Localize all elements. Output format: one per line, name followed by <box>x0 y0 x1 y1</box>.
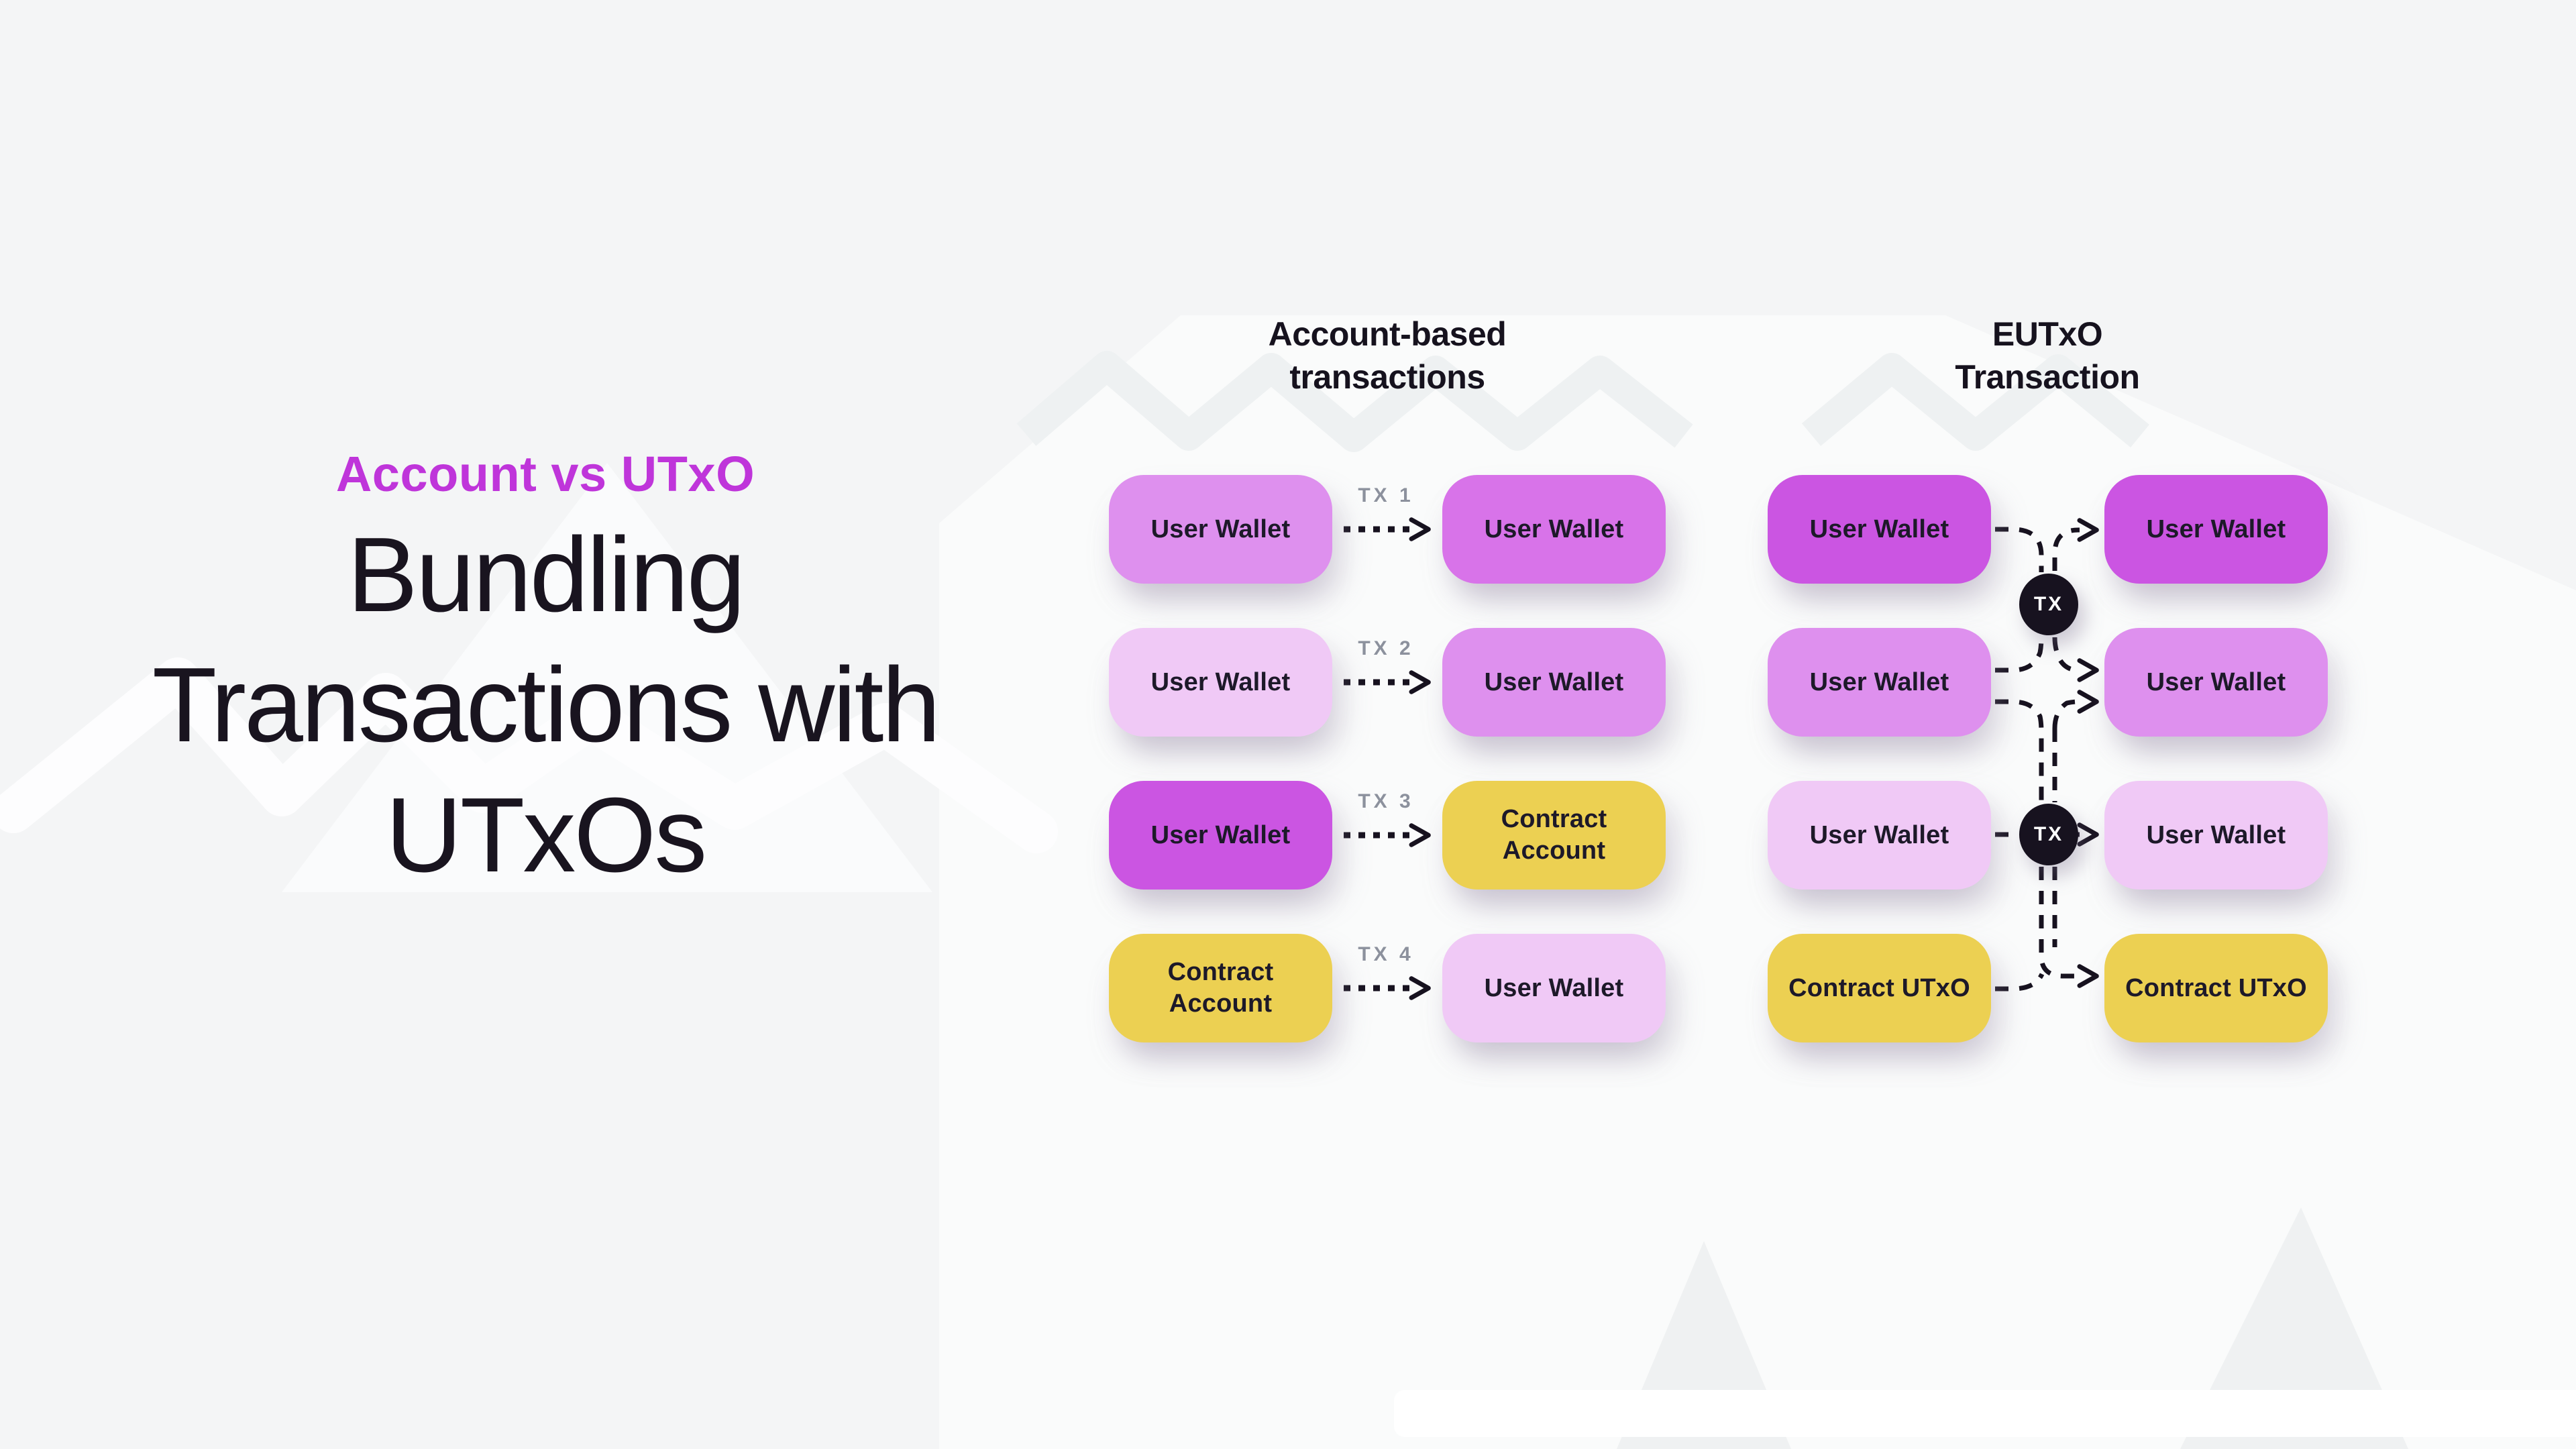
account-row4-output-box: User Wallet <box>1442 934 1666 1042</box>
box-label: User Wallet <box>2146 515 2286 543</box>
tx-badge-1: TX <box>2019 574 2078 635</box>
box-label: User Wallet <box>1150 820 1291 849</box>
account-row3-input-box: User Wallet <box>1109 781 1332 890</box>
eutxo-row1-input-box: User Wallet <box>1768 475 1991 584</box>
account-diagram-title-line-1: Account-based <box>1268 315 1507 353</box>
box-label: User Wallet <box>2146 667 2286 696</box>
eutxo-diagram-title-line-2: Transaction <box>1955 358 2140 396</box>
eyebrow-title: Account vs UTxO <box>335 446 755 502</box>
eutxo-row4-input-box: Contract UTxO <box>1768 934 1991 1042</box>
tx-step-label-2: TX 2 <box>1358 637 1414 659</box>
eutxo-row4-output-box: Contract UTxO <box>2104 934 2328 1042</box>
account-row2-input-box: User Wallet <box>1109 628 1332 737</box>
account-row1-output-box: User Wallet <box>1442 475 1666 584</box>
tx-step-label-1: TX 1 <box>1358 484 1414 506</box>
tx-badge-2: TX <box>2019 804 2078 865</box>
page-title-line-2: Transactions with <box>152 646 941 764</box>
eutxo-row3-output-box: User Wallet <box>2104 781 2328 890</box>
box-label: User Wallet <box>1809 820 1949 849</box>
box-label: User Wallet <box>1150 515 1291 543</box>
eutxo-row3-input-box: User Wallet <box>1768 781 1991 890</box>
box-label: User Wallet <box>1484 973 1624 1002</box>
account-row2-output-box: User Wallet <box>1442 628 1666 737</box>
eutxo-row2-input-box: User Wallet <box>1768 628 1991 737</box>
eutxo-diagram-title: EUTxO Transaction <box>1792 313 2302 398</box>
page-title-line-3: UTxOs <box>385 776 708 894</box>
eutxo-row1-output-box: User Wallet <box>2104 475 2328 584</box>
tx-step-label-4: TX 4 <box>1358 943 1414 965</box>
box-label: Contract UTxO <box>1788 973 1970 1002</box>
box-label: User Wallet <box>2146 820 2286 849</box>
account-row4-input-box: Contract Account <box>1109 934 1332 1042</box>
box-label: Contract Account <box>1167 958 1274 1018</box>
eutxo-diagram-title-line-1: EUTxO <box>1992 315 2103 353</box>
account-row1-input-box: User Wallet <box>1109 475 1332 584</box>
box-label: Contract Account <box>1501 805 1607 865</box>
account-diagram-title: Account-based transactions <box>1132 313 1642 398</box>
eutxo-row2-output-box: User Wallet <box>2104 628 2328 737</box>
box-label: User Wallet <box>1809 667 1949 696</box>
box-label: User Wallet <box>1150 667 1291 696</box>
tx-step-label-3: TX 3 <box>1358 790 1414 812</box>
page-title-line-1: Bundling <box>347 516 746 634</box>
box-label: User Wallet <box>1484 515 1624 543</box>
box-label: User Wallet <box>1484 667 1624 696</box>
account-diagram-title-line-2: transactions <box>1289 358 1485 396</box>
box-label: User Wallet <box>1809 515 1949 543</box>
page-title: Bundling Transactions with UTxOs <box>42 510 1049 900</box>
account-row3-output-box: Contract Account <box>1442 781 1666 890</box>
box-label: Contract UTxO <box>2125 973 2307 1002</box>
bottom-highlight-band <box>1394 1390 2576 1437</box>
